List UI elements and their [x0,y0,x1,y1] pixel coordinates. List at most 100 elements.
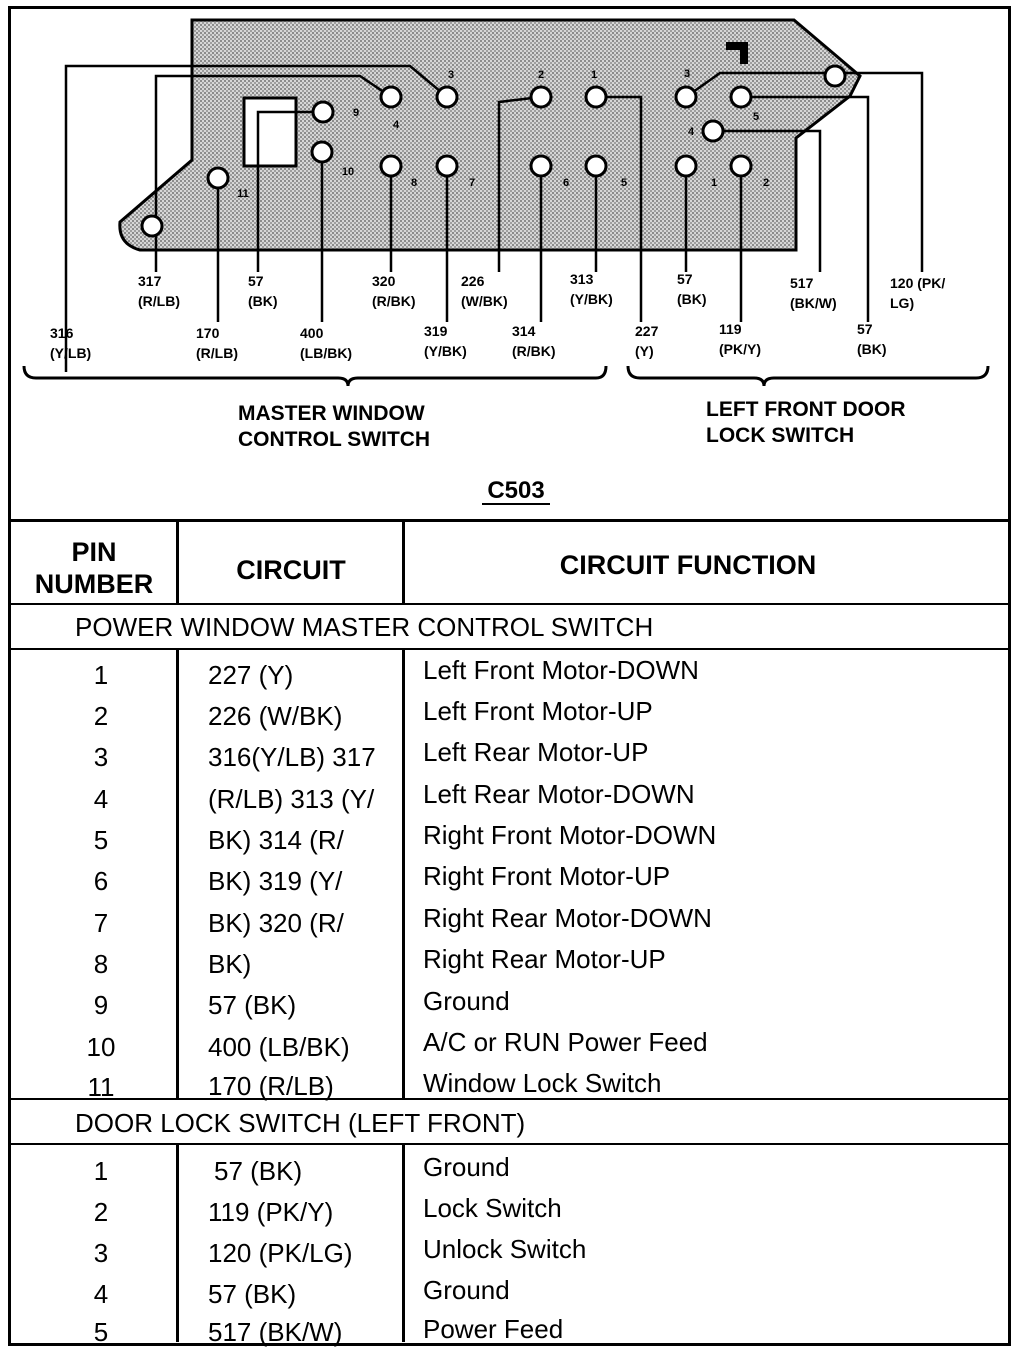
pin-terminal [674,154,698,178]
master-switch-caption: CONTROL SWITCH [238,428,430,451]
wire-color: (BK) [677,291,707,307]
wire-317 [154,74,392,272]
circuit-cell: 227 (Y) [208,660,294,690]
circuit-cell: 226 (W/BK) [208,701,343,731]
column-divider [402,650,405,1098]
pin-cell: 1 [93,1156,109,1186]
wire-color: (Y/LB) [50,345,91,361]
pin-terminal [701,119,725,143]
pin-cell: 6 [93,866,109,896]
function-cell: Ground [423,1152,510,1182]
function-cell: Right Front Motor-DOWN [423,820,717,850]
header-circuit: CIRCUIT [236,555,346,585]
wire-number: 119 [719,321,742,337]
wire-color: (R/BK) [372,293,416,309]
header-pin-line1: PIN [71,537,117,567]
circuit-cell: 120 (PK/LG) [208,1238,353,1268]
function-cell: Window Lock Switch [423,1068,662,1098]
pin-cell: 7 [93,908,109,938]
mounting-hole [823,64,847,88]
pin-number: 7 [469,177,475,189]
circuit-cell: 119 (PK/Y) [208,1197,334,1227]
column-divider [176,520,179,605]
circuit-cell: BK) 319 (Y/ [208,866,343,896]
wire-number: 517 [790,275,814,291]
wire-number: 319 [424,323,448,339]
pin-terminal [729,85,753,109]
door-lock-brace [626,365,990,387]
wire-226 [497,95,542,272]
wire-number: 314 [512,323,536,339]
function-cell: Left Rear Motor-UP [423,737,649,767]
pin-number: 3 [684,68,690,80]
wire-color: (R/LB) [196,345,238,361]
wire-316 [64,64,448,372]
wire-leads [64,64,924,372]
pin-cell: 8 [93,949,109,979]
wire-number: 313 [570,271,594,287]
pin-cell: 4 [93,1279,109,1309]
wire-color: (BK) [857,341,887,357]
pin-cell: 4 [93,784,109,814]
wire-number: 227 [635,323,659,339]
function-cell: A/C or RUN Power Feed [423,1027,708,1057]
function-cell: Left Front Motor-UP [423,696,653,726]
pin-terminal [379,154,403,178]
wire-number: 57 [857,321,873,337]
wire-color: (W/BK) [461,293,508,309]
pin-number: 5 [753,111,759,123]
section-divider-rule [8,1098,1011,1100]
header-pin-line2: NUMBER [34,569,154,599]
pin-cell: 3 [93,1238,109,1268]
wire-number: 57 [248,273,264,289]
function-cell: Ground [423,986,510,1016]
pin-terminal [435,85,459,109]
pin-terminal [529,154,553,178]
pin-number: 2 [763,177,769,189]
pin-cell: 11 [87,1072,115,1102]
pin-terminal [206,166,230,190]
wire-57-lock4 [741,95,870,322]
wire-number: 226 [461,273,485,289]
pin-number: 8 [411,177,417,189]
door-lock-caption: LOCK SWITCH [706,424,854,447]
section-title-rule [8,648,1011,650]
wire-color: LG) [890,295,914,311]
pin-terminal [379,85,403,109]
wire-color: (LB/BK) [300,345,352,361]
pin-terminal [729,154,753,178]
pin-number: 1 [591,69,597,81]
column-divider [176,1145,179,1342]
pin-terminal [674,85,698,109]
wire-color: (BK/W) [790,295,837,311]
circuit-cell: 57 (BK) [214,1156,303,1186]
pin-cell: 2 [93,1197,109,1227]
circuit-cell: BK) 320 (R/ [208,908,344,938]
connector-diagram: 1 2 3 4 5 6 7 8 9 10 11 1 2 3 4 5 317 (R… [22,18,990,505]
wire-labels: 317 (R/LB) 57 (BK) 320 (R/BK) 226 (W/BK)… [50,271,945,361]
pin-number: 1 [711,177,717,189]
function-cell: Power Feed [423,1314,564,1344]
function-cell: Right Front Motor-UP [423,861,671,891]
table-top-rule [8,519,1011,522]
pin-terminal [435,154,459,178]
circuit-cell: BK) [208,949,252,979]
door-lock-caption: LEFT FRONT DOOR [706,398,905,421]
connector-key [726,42,748,64]
circuit-cell: 170 (R/LB) [208,1071,334,1101]
wire-number: 320 [372,273,396,289]
connector-latch [242,96,298,168]
connector-body [118,18,862,252]
header-pin-number: PIN NUMBER [12,536,176,600]
circuit-cell: 400 (LB/BK) [208,1032,350,1062]
pin-terminal [310,140,334,164]
function-cell: Right Rear Motor-UP [423,944,666,974]
pin-terminal [529,85,553,109]
section-title-door-lock: DOOR LOCK SWITCH (LEFT FRONT) [75,1108,526,1138]
header-circuit-function: CIRCUIT FUNCTION [559,550,817,580]
pin-cell: 9 [93,990,109,1020]
wire-227 [596,95,643,322]
pin-cell: 3 [93,742,109,772]
pin-number: 3 [448,69,454,81]
pin-number: 6 [563,177,569,189]
